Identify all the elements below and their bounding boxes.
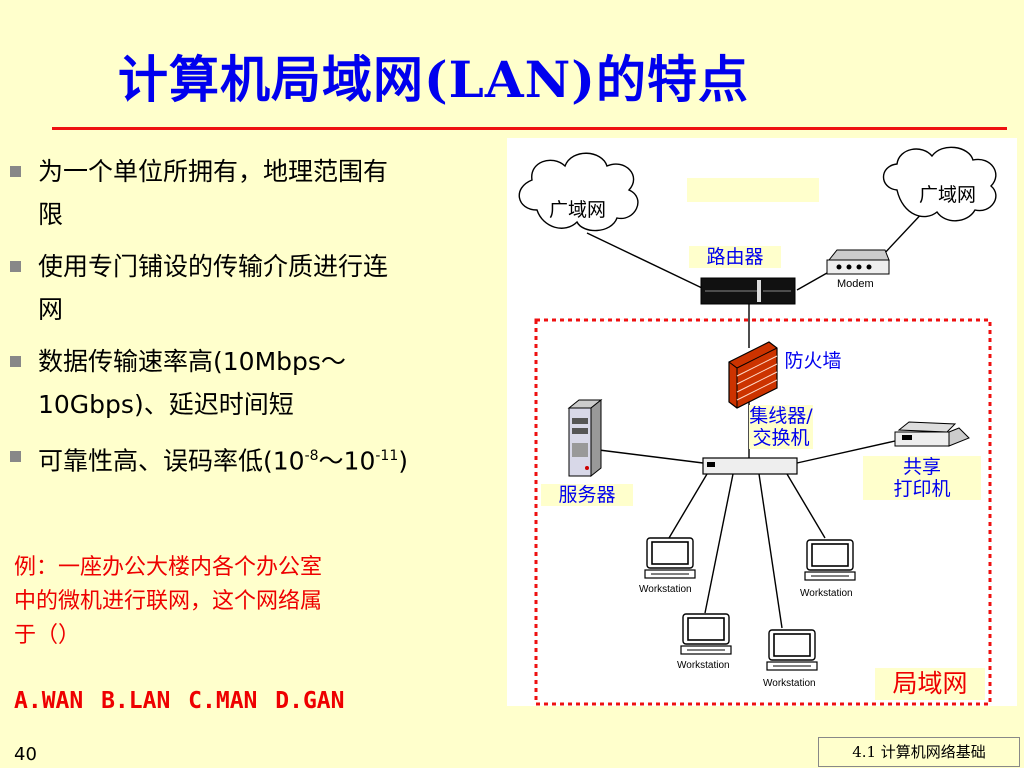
wan-left-cloud-icon (518, 152, 639, 232)
page-number: 40 (14, 744, 37, 765)
wan-left-label: 广域网 (549, 199, 607, 221)
bullet-square-icon (10, 166, 21, 177)
link-hub-ws4 (786, 473, 826, 539)
hub-switch-label-line: 交换机 (752, 427, 810, 449)
bullet-line: 为一个单位所拥有，地理范围有 (38, 157, 389, 186)
bullet-square-icon (10, 261, 21, 272)
bullet-item: 为一个单位所拥有，地理范围有 限 (8, 150, 513, 236)
bullet-square-icon (10, 451, 21, 462)
bullet-square-icon (10, 356, 21, 367)
bullet-item: 数据传输速率高(10Mbps～ 10Gbps)、延迟时间短 (8, 340, 513, 426)
bullet-line: 10Gbps)、延迟时间短 (38, 390, 294, 419)
bullet-line: 数据传输速率高(10Mbps～ (38, 347, 346, 376)
server-icon (567, 398, 603, 478)
link-hub-ws2 (704, 473, 734, 614)
workstation-label: Workstation (639, 584, 692, 595)
exponent: -11 (375, 448, 399, 464)
blank-label-box (687, 178, 819, 202)
workstation-icon (680, 613, 732, 655)
wan-right-cloud-icon (882, 146, 997, 222)
workstation-icon (804, 539, 856, 581)
lan-boundary (534, 318, 992, 706)
lan-network-diagram: Modem Workstation Workstation Workstatio… (507, 138, 1017, 706)
bullet-item: 使用专门铺设的传输介质进行连 网 (8, 245, 513, 331)
bullet-text: 可靠性高、误码率低(10 (38, 446, 305, 476)
shared-printer-icon (894, 421, 970, 447)
network-diagram-svg: Modem Workstation Workstation Workstatio… (518, 146, 997, 706)
example-line: 例：一座办公大楼内各个办公室 (14, 555, 323, 580)
bullet-line: 限 (38, 200, 64, 229)
bullet-line: 使用专门铺设的传输介质进行连 (38, 252, 389, 281)
firewall-icon (728, 341, 778, 409)
link-wan-left-router (586, 232, 703, 289)
link-hub-ws3 (758, 473, 783, 629)
bullet-line: 可靠性高、误码率低(10-8～10-11) (38, 435, 513, 482)
bullet-text: ) (398, 446, 408, 476)
shared-printer-label-line: 打印机 (893, 478, 951, 500)
workstation-icon (644, 537, 696, 579)
router-icon (700, 277, 796, 305)
bullet-list: 为一个单位所拥有，地理范围有 限 使用专门铺设的传输介质进行连 网 数据传输速率… (8, 150, 513, 491)
hub-switch-label: 集线器/ 交换机 (749, 405, 813, 449)
bullet-line: 网 (38, 295, 64, 324)
title-underline (52, 127, 1007, 130)
example-question: 例：一座办公大楼内各个办公室 中的微机进行联网，这个网络属 于（） (14, 551, 484, 653)
hub-switch-icon (702, 457, 798, 475)
workstation-label: Workstation (763, 678, 816, 689)
exponent: -8 (304, 448, 319, 464)
workstation-label: Workstation (800, 588, 853, 599)
link-printer-hub (796, 440, 896, 464)
shared-printer-label-line: 共享 (902, 456, 941, 478)
answer-options: A.WAN B.LAN C.MAN D.GAN (14, 688, 345, 714)
wan-right-label: 广域网 (919, 184, 977, 206)
workstation-icon (766, 629, 818, 671)
hub-switch-label-line: 集线器/ (749, 405, 813, 427)
shared-printer-label: 共享 打印机 (863, 456, 981, 500)
example-line: 于（） (14, 623, 81, 648)
router-label: 路由器 (689, 246, 781, 268)
page-title: 计算机局域网(LAN)的特点 (118, 50, 749, 109)
lan-label: 局域网 (875, 668, 985, 700)
bullet-text: ～10 (318, 446, 376, 476)
link-router-modem (796, 272, 828, 291)
bullet-item: 可靠性高、误码率低(10-8～10-11) (8, 435, 513, 482)
example-line: 中的微机进行联网，这个网络属 (14, 589, 323, 614)
workstation-label: Workstation (677, 660, 730, 671)
link-server-hub (598, 449, 704, 464)
firewall-label: 防火墙 (779, 350, 847, 372)
link-hub-ws1 (668, 473, 708, 539)
server-label: 服务器 (541, 484, 633, 506)
modem-label: Modem (837, 278, 874, 290)
footer-section-label: 4.1 计算机网络基础 (818, 737, 1020, 767)
modem-icon (826, 249, 890, 275)
